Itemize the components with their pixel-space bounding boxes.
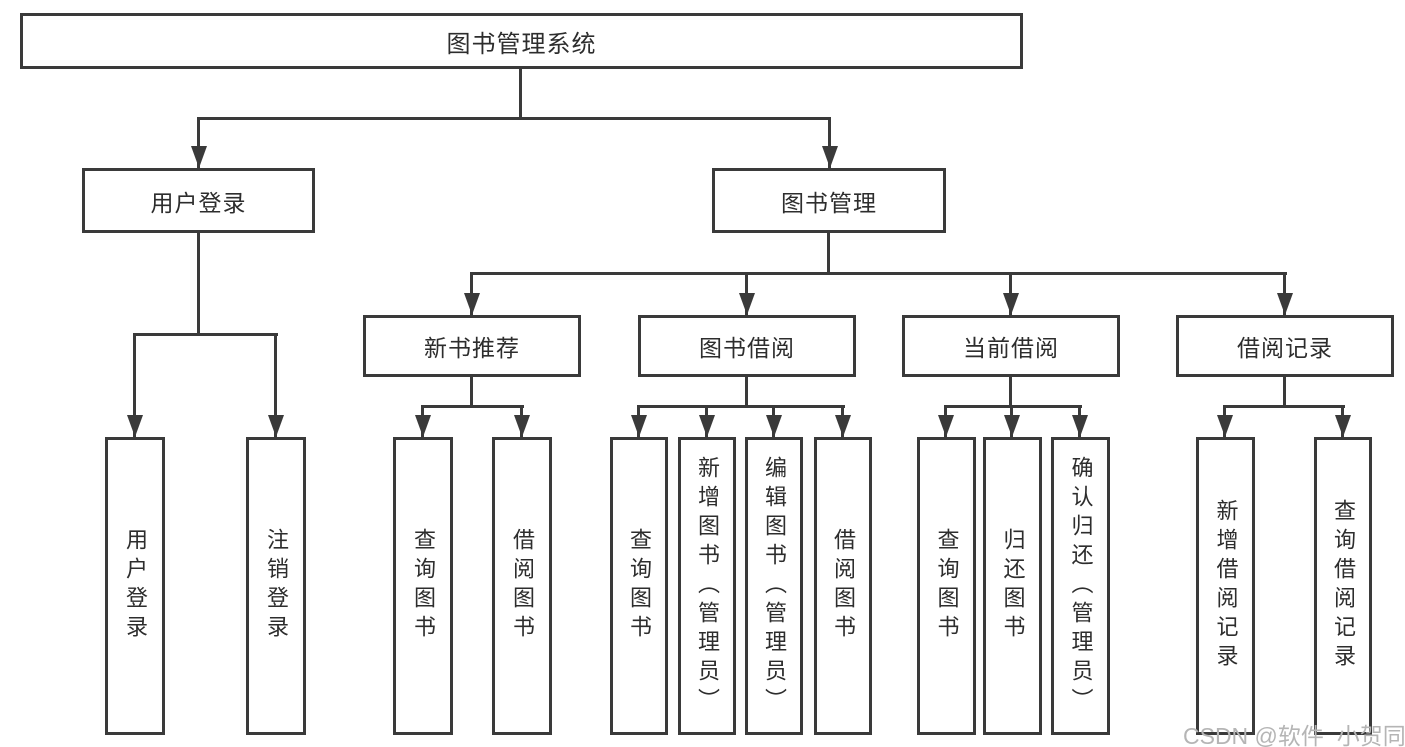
node-root: 图书管理系统: [20, 13, 1023, 69]
connector-root-stem: [519, 69, 522, 118]
node-book-borrow: 图书借阅: [638, 315, 856, 377]
arrow-cb-leaf2: [1004, 415, 1020, 437]
arrow-borrow-records: [1277, 293, 1293, 315]
connector-l2-branch: [197, 117, 831, 120]
node-current-borrow: 当前借阅: [902, 315, 1120, 377]
leaf-user-login: 用户登录: [105, 437, 165, 735]
arrow-bb-leaf4: [835, 415, 851, 437]
arrow-leaf-login: [127, 415, 143, 437]
connector-new-book-branch: [421, 405, 524, 408]
connector-book-mgmt-stem: [827, 233, 830, 274]
leaf-add-borrow-record: 新增借阅记录: [1196, 437, 1255, 735]
node-new-book-recommend: 新书推荐: [363, 315, 581, 377]
connector-current-borrow-branch: [944, 405, 1082, 408]
arrow-cb-leaf1: [938, 415, 954, 437]
leaf-query-books-borrow: 查询图书: [610, 437, 668, 735]
connector-new-book-stem: [470, 377, 473, 407]
connector-user-login-branch: [133, 333, 278, 336]
connector-to-leaf-login: [133, 333, 136, 437]
arrow-br-leaf1: [1217, 415, 1233, 437]
arrow-nb-leaf1: [415, 415, 431, 437]
leaf-query-borrow-record: 查询借阅记录: [1314, 437, 1372, 735]
leaf-borrow-books-recommend: 借阅图书: [492, 437, 552, 735]
arrow-book-borrow: [739, 293, 755, 315]
arrow-br-leaf2: [1335, 415, 1351, 437]
leaf-query-books-recommend: 查询图书: [393, 437, 453, 735]
leaf-add-book-admin: 新增图书（管理员）: [678, 437, 736, 735]
connector-current-borrow-stem: [1009, 377, 1012, 407]
connector-book-borrow-branch: [637, 405, 845, 408]
arrow-bb-leaf3: [766, 415, 782, 437]
arrow-cb-leaf3: [1072, 415, 1088, 437]
connector-book-borrow-stem: [745, 377, 748, 407]
arrow-user-login: [191, 146, 207, 168]
connector-to-book-mgmt: [828, 117, 831, 168]
connector-borrow-records-branch: [1223, 405, 1345, 408]
arrow-nb-leaf2: [514, 415, 530, 437]
arrow-bb-leaf1: [631, 415, 647, 437]
arrow-leaf-logout: [268, 415, 284, 437]
node-borrow-records: 借阅记录: [1176, 315, 1394, 377]
leaf-logout: 注销登录: [246, 437, 306, 735]
leaf-borrow-books: 借阅图书: [814, 437, 872, 735]
leaf-query-books-current: 查询图书: [917, 437, 976, 735]
arrow-new-book: [464, 293, 480, 315]
arrow-current-borrow: [1003, 293, 1019, 315]
connector-to-leaf-logout: [274, 333, 277, 437]
node-book-management: 图书管理: [712, 168, 946, 233]
connector-user-login-stem: [197, 233, 200, 335]
leaf-edit-book-admin: 编辑图书（管理员）: [745, 437, 803, 735]
arrow-book-mgmt: [822, 146, 838, 168]
arrow-bb-leaf2: [699, 415, 715, 437]
connector-to-user-login: [197, 117, 200, 168]
connector-borrow-records-stem: [1283, 377, 1286, 407]
csdn-watermark: CSDN @软件_小贺同学: [1183, 723, 1405, 747]
connector-l3-branch: [470, 272, 1287, 275]
node-user-login: 用户登录: [82, 168, 315, 233]
leaf-confirm-return-admin: 确认归还（管理员）: [1051, 437, 1110, 735]
leaf-return-books: 归还图书: [983, 437, 1042, 735]
